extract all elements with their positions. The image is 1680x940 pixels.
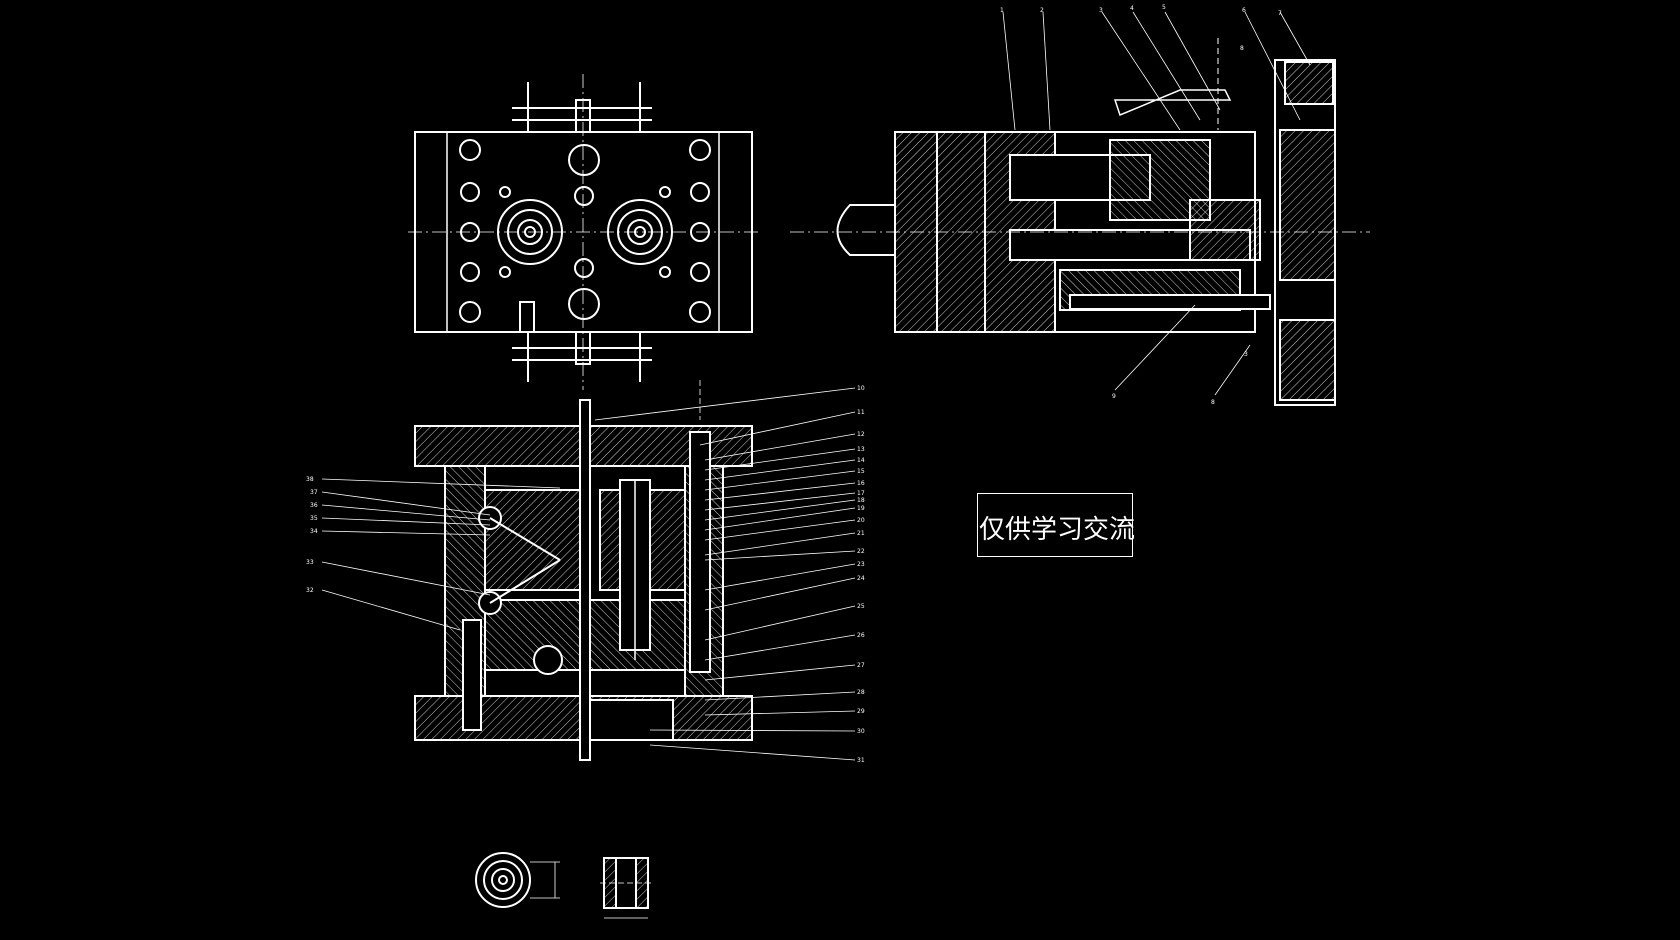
callout-label: 11: [857, 409, 865, 416]
callout-label: 24: [857, 575, 865, 582]
callout-label: 20: [857, 517, 865, 524]
callout-label: 8: [1240, 45, 1244, 52]
callout-label: 5: [1162, 4, 1166, 11]
callout-label: 22: [857, 548, 865, 555]
front-view-callouts-left: 38 37 36 35 34 33 32: [306, 476, 561, 631]
front-section-view: [414, 380, 753, 761]
side-section-view: [790, 38, 1370, 406]
callout-label: 8: [1211, 399, 1215, 406]
callout-label: 2: [1040, 7, 1044, 14]
study-note-label: 仅供学习交流: [979, 515, 1136, 545]
callout-label: 33: [306, 559, 314, 566]
top-plan-view: [408, 74, 760, 390]
callout-label: 1: [1000, 7, 1004, 14]
note-frame: [977, 493, 1133, 557]
callout-label: 16: [857, 480, 865, 487]
callout-label: 4: [1130, 5, 1134, 12]
callout-label: 13: [857, 446, 865, 453]
callout-label: 6: [1242, 7, 1246, 14]
callout-label: 3: [1099, 7, 1103, 14]
callout-label: 35: [310, 515, 318, 522]
callout-label: 21: [857, 530, 865, 537]
callout-label: 30: [857, 728, 865, 735]
callout-label: 32: [306, 587, 314, 594]
callout-label: 25: [857, 603, 865, 610]
callout-label: 26: [857, 632, 865, 639]
part-detail-views: [475, 852, 652, 919]
callout-label: 12: [857, 431, 865, 438]
callout-label: 15: [857, 468, 865, 475]
callout-label: 9: [1112, 393, 1116, 400]
callout-label: 38: [306, 476, 314, 483]
side-view-callouts: 1 2 3 4 5 6 7 8 9 8 3: [1000, 4, 1311, 406]
callout-label: 19: [857, 505, 865, 512]
callout-label: 3: [1244, 351, 1248, 358]
callout-label: 36: [310, 502, 318, 509]
callout-label: 17: [857, 490, 865, 497]
callout-label: 23: [857, 561, 865, 568]
callout-label: 18: [857, 497, 865, 504]
callout-label: 10: [857, 385, 865, 392]
callout-label: 31: [857, 757, 865, 764]
callout-label: 7: [1278, 10, 1282, 17]
callout-label: 14: [857, 457, 865, 464]
callout-label: 37: [310, 489, 318, 496]
callout-label: 34: [310, 528, 318, 535]
front-view-callouts-right: 10 11 12 13 14 15 16 17 18 19 20 21 22 2…: [594, 385, 865, 764]
callout-label: 29: [857, 708, 865, 715]
callout-label: 28: [857, 689, 865, 696]
callout-label: 27: [857, 662, 865, 669]
